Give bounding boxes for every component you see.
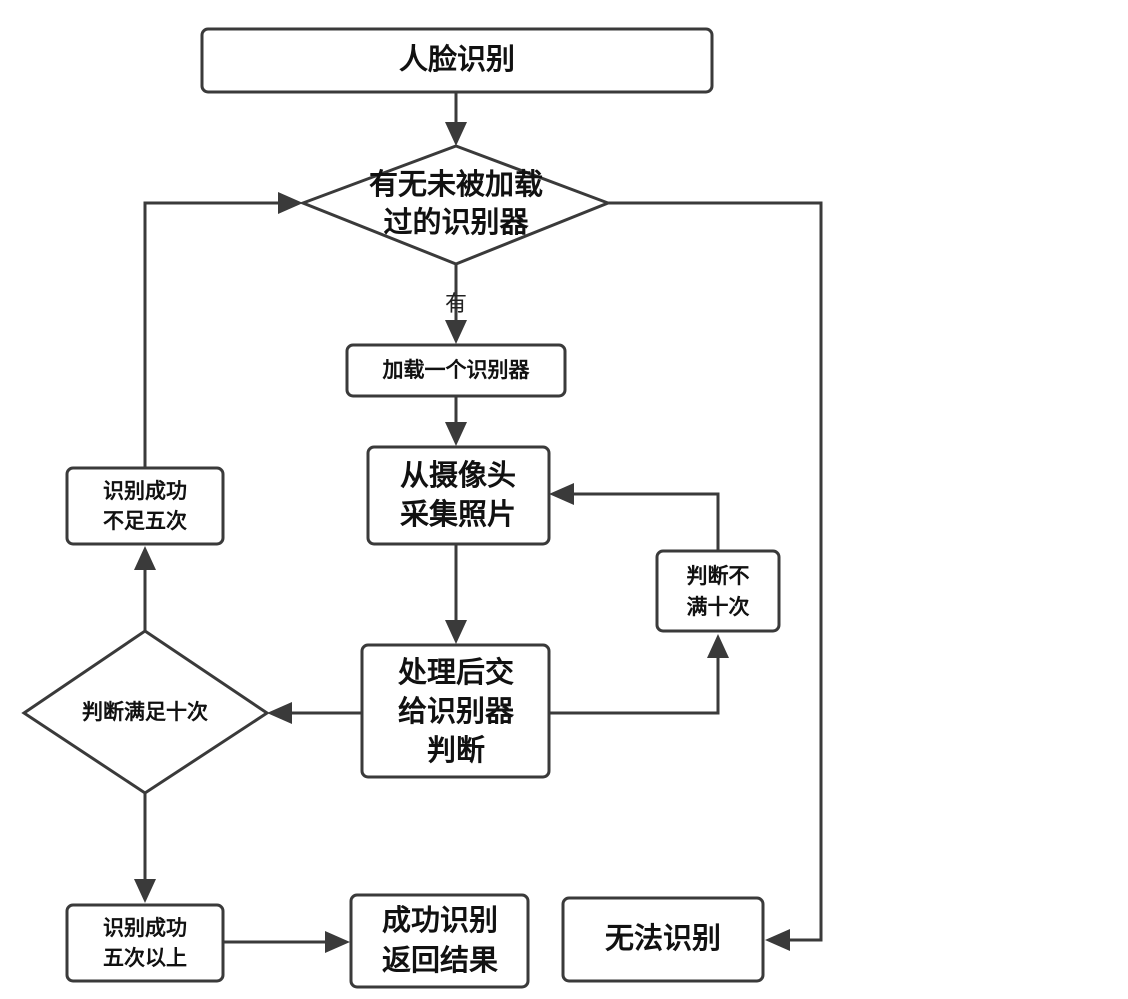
node-success-lt-five-box bbox=[65, 466, 225, 546]
node-process-box bbox=[360, 643, 551, 779]
node-unloaded-check-line-2: 过的识别器 bbox=[383, 205, 529, 239]
node-return-result: 成功识别 返回结果 bbox=[349, 893, 530, 989]
node-capture-line-2: 采集照片 bbox=[400, 497, 516, 531]
arrowhead-success-lt-five-to-check bbox=[278, 192, 303, 214]
node-judge-ten-label: 判断满足十次 bbox=[82, 700, 208, 724]
node-process-line-1: 处理后交 bbox=[397, 655, 514, 689]
node-process-line-3: 判断 bbox=[427, 733, 485, 767]
arrowhead-success-ge-five-to-result bbox=[325, 931, 350, 953]
arrowhead-judge-ten-to-success-lt-five bbox=[134, 546, 156, 570]
node-face-recognition: 人脸识别 bbox=[200, 27, 714, 94]
node-process-line-2: 给识别器 bbox=[398, 694, 515, 728]
arrowhead-capture-to-process bbox=[445, 620, 467, 644]
node-success-lt-five-line-2: 不足五次 bbox=[103, 509, 187, 533]
node-success-ge-five-line-2: 五次以上 bbox=[103, 946, 187, 970]
arrowhead-check-to-cannot bbox=[765, 929, 790, 951]
arrowhead-judge-ten-to-success-ge-five bbox=[134, 879, 156, 903]
node-unloaded-check-line-1: 有无未被加载 bbox=[369, 167, 543, 201]
arrowhead-judge-lt-ten-to-capture bbox=[549, 483, 574, 505]
edge-process-to-judge-lt-ten bbox=[549, 656, 720, 715]
node-load-one-box bbox=[345, 343, 567, 398]
node-success-lt-five-line-1: 识别成功 bbox=[103, 479, 187, 503]
arrowhead-start-to-check bbox=[445, 122, 467, 146]
arrowhead-check-to-load bbox=[445, 320, 467, 344]
node-cannot-recognize: 无法识别 bbox=[561, 896, 765, 983]
arrowhead-process-to-judge-lt-ten bbox=[707, 634, 729, 658]
arrowhead-load-to-capture bbox=[445, 422, 467, 446]
node-capture: 从摄像头 采集照片 bbox=[366, 445, 551, 546]
edge-check-to-cannot bbox=[608, 201, 823, 942]
node-load-one: 加载一个识别器 bbox=[345, 343, 567, 398]
node-judge-lt-ten: 判断不 满十次 bbox=[655, 549, 781, 633]
node-judge-lt-ten-line-1: 判断不 bbox=[687, 564, 750, 588]
node-return-result-line-1: 成功识别 bbox=[382, 903, 498, 937]
node-judge-lt-ten-box bbox=[655, 549, 781, 633]
node-unloaded-check: 有无未被加载 过的识别器 bbox=[298, 144, 613, 266]
edge-label-has: 有 bbox=[445, 292, 467, 317]
node-capture-box bbox=[366, 445, 551, 546]
node-cannot-recognize-label: 无法识别 bbox=[605, 921, 721, 955]
node-return-result-box bbox=[349, 893, 530, 989]
node-judge-ten-diamond bbox=[21, 629, 270, 795]
edge-success-lt-five-to-check bbox=[143, 201, 280, 468]
node-success-ge-five: 识别成功 五次以上 bbox=[65, 903, 225, 983]
node-success-ge-five-box bbox=[65, 903, 225, 983]
node-face-recognition-box bbox=[200, 27, 714, 94]
edges bbox=[134, 92, 823, 953]
node-success-lt-five: 识别成功 不足五次 bbox=[65, 466, 225, 546]
node-judge-lt-ten-line-2: 满十次 bbox=[687, 595, 750, 619]
edge-judge-lt-ten-to-capture bbox=[572, 492, 720, 551]
node-load-one-label: 加载一个识别器 bbox=[382, 358, 531, 382]
node-cannot-recognize-box bbox=[561, 896, 765, 983]
arrowhead-process-to-judge-ten bbox=[267, 702, 292, 724]
node-process: 处理后交 给识别器 判断 bbox=[360, 643, 551, 779]
node-judge-ten: 判断满足十次 bbox=[21, 629, 270, 795]
node-capture-line-1: 从摄像头 bbox=[400, 458, 516, 492]
node-return-result-line-2: 返回结果 bbox=[382, 943, 498, 977]
node-unloaded-check-diamond bbox=[298, 144, 613, 266]
node-face-recognition-label: 人脸识别 bbox=[399, 42, 515, 76]
node-success-ge-five-line-1: 识别成功 bbox=[103, 916, 187, 940]
